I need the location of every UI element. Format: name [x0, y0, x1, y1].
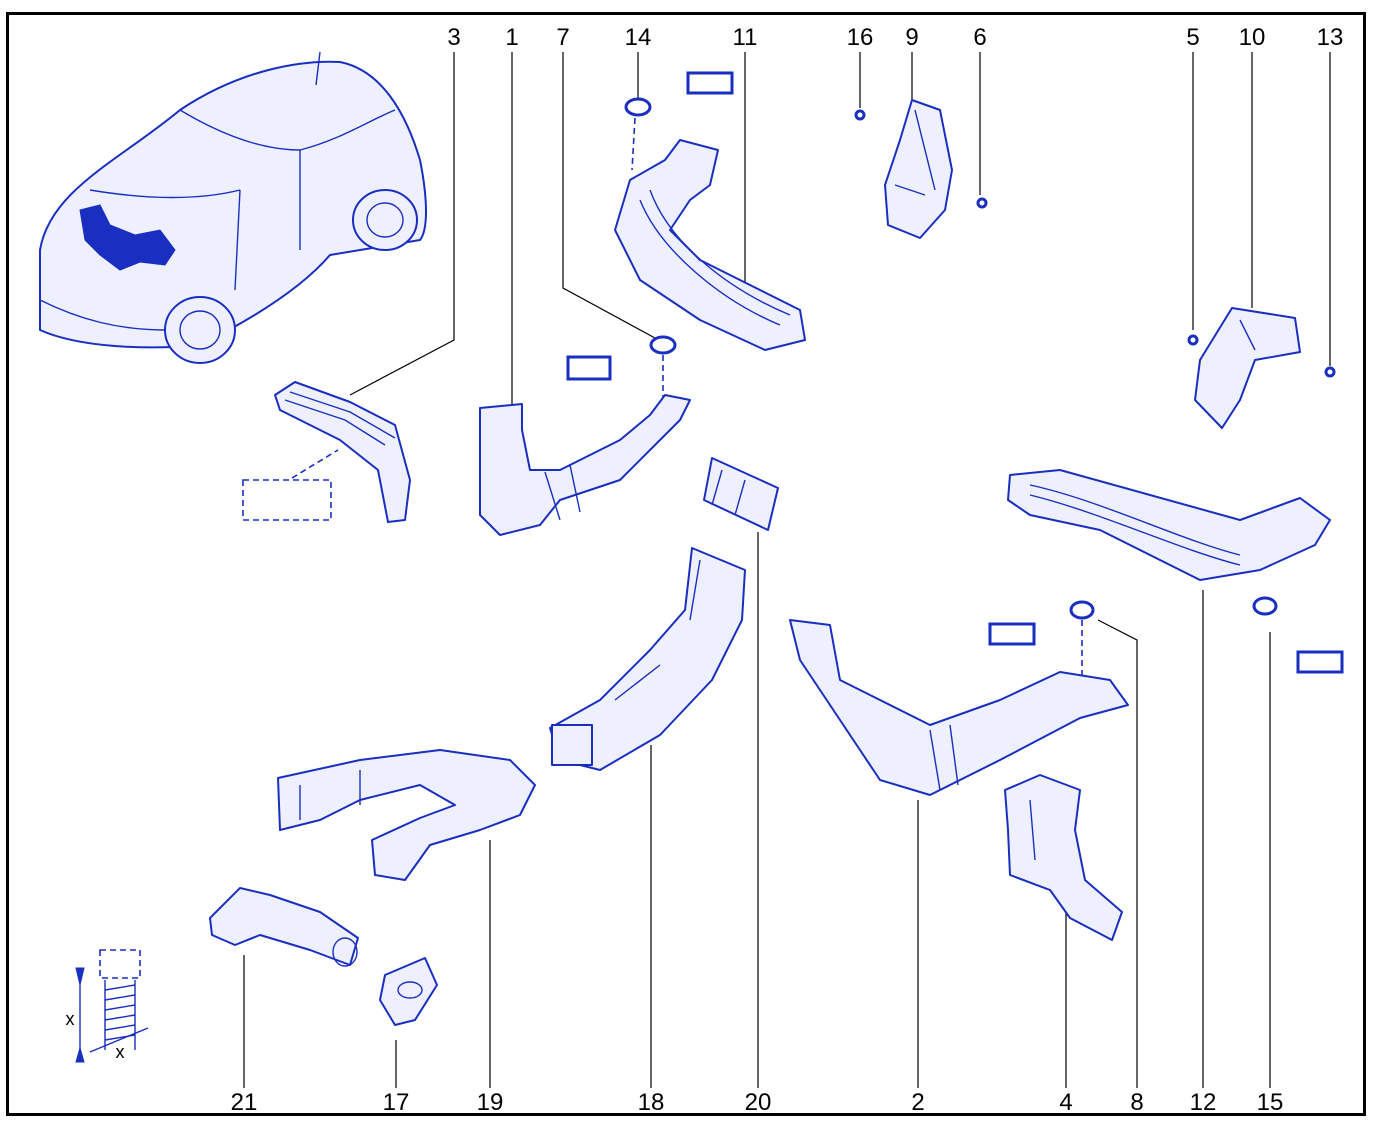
part-18-duct [549, 547, 746, 771]
callout-18: 18 [638, 1089, 665, 1116]
callout-3: 3 [447, 24, 460, 51]
diagram-frame [6, 12, 1366, 1116]
part-10-duct [1187, 307, 1336, 429]
callout-2: 2 [911, 1089, 924, 1116]
callout-14: 14 [625, 24, 652, 51]
callout-16: 16 [847, 24, 874, 51]
callout-19: 19 [477, 1089, 504, 1116]
callout-13: 13 [1317, 24, 1344, 51]
bolt-detail: x x [66, 949, 149, 1063]
part-2-duct [789, 600, 1129, 796]
callout-5: 5 [1186, 24, 1199, 51]
callout-1: 1 [505, 24, 518, 51]
part-17-grommet [379, 957, 438, 1026]
leader-lines [243, 52, 1331, 1088]
callout-11: 11 [733, 24, 758, 51]
callout-9: 9 [905, 24, 918, 51]
part-19-duct [277, 749, 536, 881]
bolt-dimension-label-1: x [66, 1009, 75, 1029]
part-11-duct [614, 71, 806, 351]
callout-21: 21 [231, 1089, 258, 1116]
part-20-connector [703, 457, 779, 531]
callout-8: 8 [1130, 1089, 1143, 1116]
part-12-duct [1007, 469, 1344, 674]
part-4-duct [1004, 774, 1123, 941]
callout-4: 4 [1059, 1089, 1072, 1116]
bolt-dimension-label-2: x [116, 1042, 125, 1062]
callout-12: 12 [1190, 1089, 1217, 1116]
callout-7: 7 [556, 24, 569, 51]
part-9-duct [854, 99, 988, 239]
vehicle-illustration [39, 51, 427, 364]
callout-6: 6 [973, 24, 986, 51]
callout-20: 20 [745, 1089, 772, 1116]
callout-17: 17 [383, 1089, 410, 1116]
callout-15: 15 [1257, 1089, 1284, 1116]
part-1-duct [479, 335, 691, 536]
part-3-duct [242, 381, 411, 523]
part-21-duct [209, 887, 359, 967]
callout-10: 10 [1239, 24, 1266, 51]
